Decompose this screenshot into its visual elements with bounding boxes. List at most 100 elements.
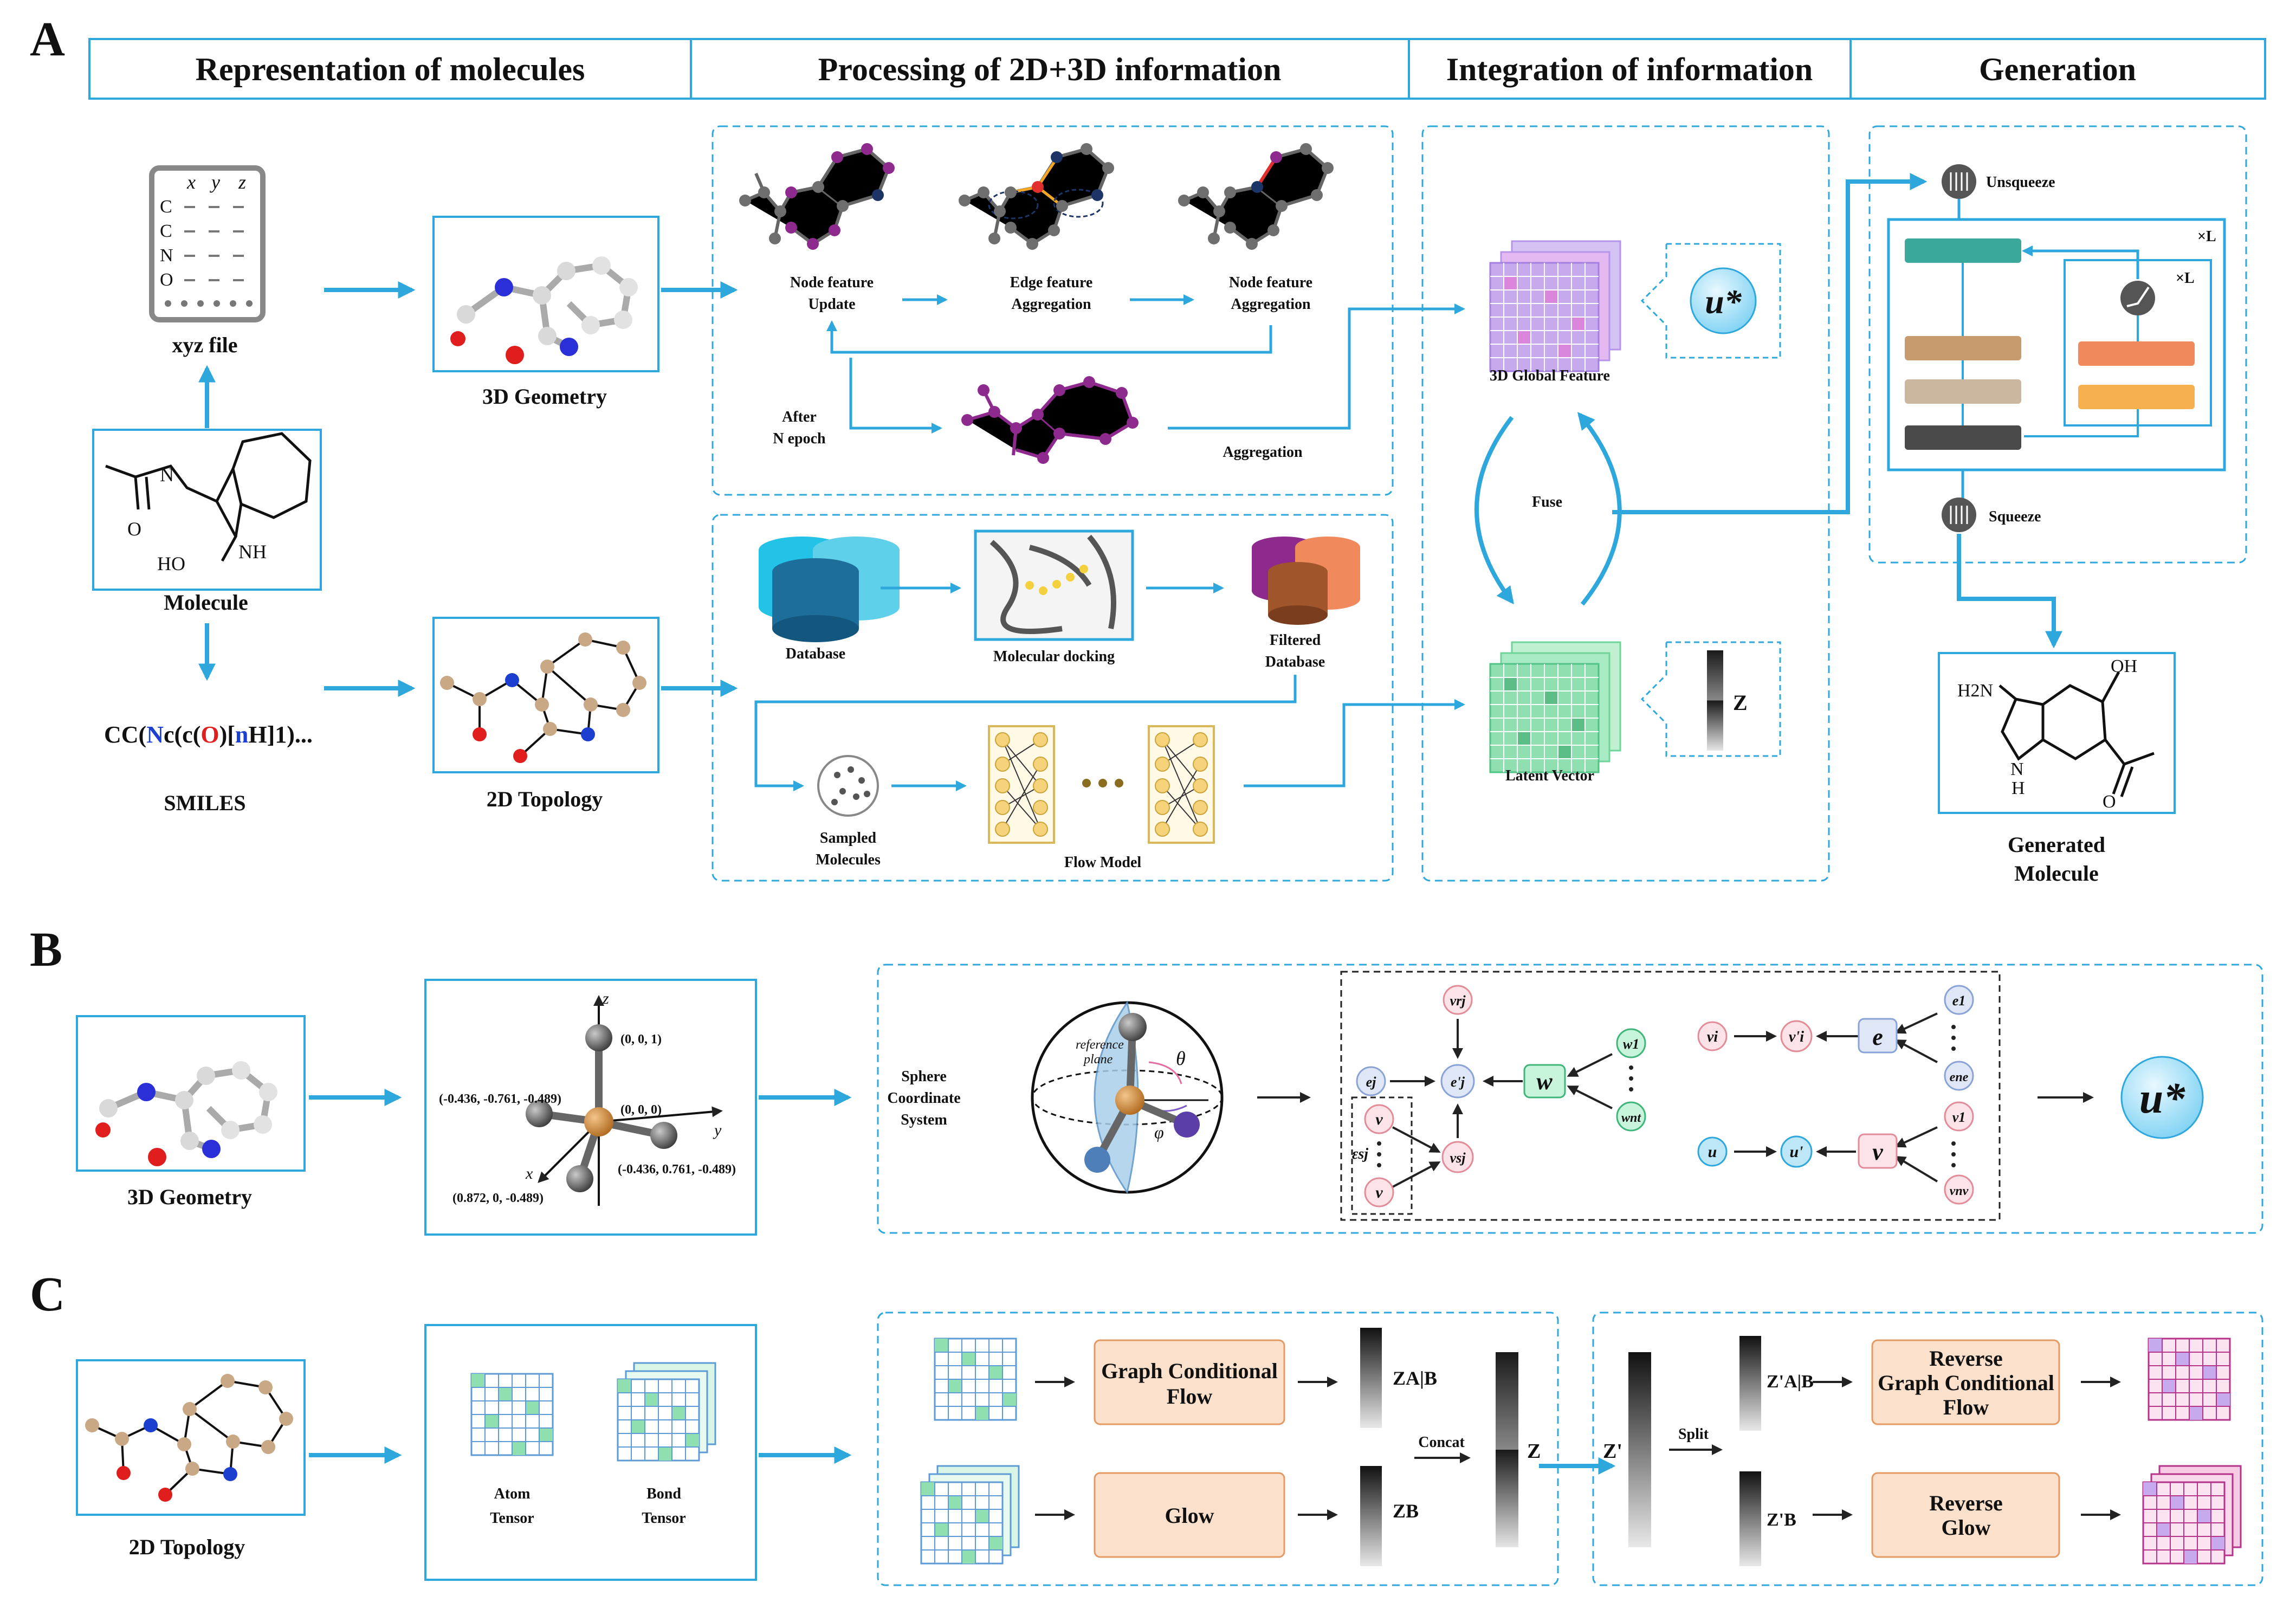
z-gradient-bar: [1707, 650, 1723, 751]
squeeze-label: Squeeze: [1989, 508, 2041, 525]
message-graph-box: [1340, 971, 2001, 1221]
node-vsj: vsj: [1450, 1150, 1466, 1166]
panel-c-label: C: [30, 1268, 65, 1321]
coord-label-1: (0, 0, 1): [620, 1032, 662, 1046]
coordinate-box: [424, 979, 757, 1236]
concat-label: Concat: [1418, 1434, 1465, 1451]
flow-step-box: [1887, 218, 2226, 471]
sampled-molecules-icon: [817, 755, 879, 817]
atom-n: N: [160, 464, 174, 486]
header-processing: Processing of 2D+3D information: [818, 51, 1282, 87]
unsqueeze-icon: [1942, 164, 1976, 199]
header-representation: Representation of molecules: [196, 51, 585, 87]
edge-agg-label-2: Aggregation: [1011, 296, 1091, 313]
node-ene: ene: [1950, 1070, 1969, 1084]
node-ejp: e'j: [1451, 1074, 1465, 1090]
arrow-inner-to-teal: [2022, 246, 2139, 279]
node-e: e: [1872, 1024, 1883, 1050]
outer-xl-label: ×L: [2197, 228, 2216, 245]
node-aggregation-graph: [1178, 143, 1334, 250]
flow-model-network: [988, 725, 1215, 844]
zap-label: Z'A|B: [1767, 1372, 1814, 1392]
node-wn: wnt: [1621, 1111, 1641, 1125]
arrow-to-generated: [1957, 534, 2062, 649]
xyz-file-icon: x y z C C N O: [149, 165, 266, 322]
u-star-text-b: u*: [2139, 1075, 2185, 1122]
generated-label-1: Generated: [2008, 832, 2105, 857]
gen-atom-oh: OH: [2111, 656, 2137, 676]
molecule-label: Molecule: [164, 590, 248, 615]
arrow-flow-to-latent: [1244, 699, 1465, 787]
global-feature-label: 3D Global Feature: [1490, 367, 1610, 384]
node-ej: ej: [1366, 1074, 1377, 1090]
rglow-label-2: Glow: [1941, 1515, 1990, 1540]
zbp-label: Z'B: [1767, 1510, 1796, 1530]
teal-layer: [1905, 238, 2021, 263]
svg-text:C: C: [160, 221, 172, 241]
generated-molecule-structure: [1999, 671, 2155, 797]
atom-o: O: [127, 518, 141, 540]
salmon-layer: [2078, 341, 2195, 366]
node-up: u': [1789, 1143, 1803, 1161]
latent-vector-tensor: [1489, 641, 1621, 773]
latent-label: Latent Vector: [1505, 767, 1594, 784]
forward-bond-grid: [920, 1465, 1020, 1565]
axis-z-label: z: [602, 990, 609, 1007]
smiles-string: CC(Nc(c(O)[nH]1)...: [104, 721, 313, 748]
edge-aggregation-graph: [959, 143, 1114, 250]
database-icon: [759, 537, 900, 642]
node-v-bottom: v: [1375, 1184, 1383, 1201]
geometry-3d-box: [432, 216, 659, 372]
bond-tensor-grid: [617, 1362, 716, 1462]
node-vnv: vnv: [1950, 1184, 1969, 1198]
gen-atom-n: N: [2010, 759, 2024, 779]
gen-atom-h: H: [2012, 778, 2025, 798]
fuse-arrow-down: [1474, 416, 1514, 605]
sphere-diagram: [1031, 1000, 1224, 1194]
axis-y-label: y: [713, 1121, 722, 1139]
zp-label: Z': [1603, 1440, 1622, 1463]
atom-tensor-grid: [470, 1373, 554, 1456]
glow-label: Glow: [1165, 1503, 1214, 1528]
edge-agg-label-1: Edge feature: [1010, 274, 1093, 291]
sand-layer: [1905, 379, 2021, 404]
zp-bar: [1628, 1352, 1651, 1547]
zap-bar: [1739, 1336, 1761, 1431]
node-update-graph: [739, 143, 895, 250]
activation-icon: [2120, 281, 2155, 315]
node-vrj: vrj: [1450, 993, 1466, 1009]
svg-text:O: O: [160, 270, 173, 290]
molecule-structure: [105, 432, 312, 562]
esj-subbox: [1351, 1096, 1413, 1215]
rgcf-label-3: Flow: [1943, 1395, 1989, 1419]
fuse-arrow-up: [1577, 412, 1622, 606]
arrow-to-after-graph: [849, 358, 942, 434]
arrow-filtered-to-sampled: [754, 675, 1297, 791]
node-update-label-1: Node feature: [790, 274, 874, 291]
topology-2d-label-c: 2D Topology: [129, 1535, 245, 1559]
xyz-file-label: xyz file: [172, 333, 237, 357]
rglow-label-1: Reverse: [1929, 1491, 2002, 1515]
sphere-label-3: System: [901, 1112, 947, 1128]
svg-text:N: N: [160, 246, 173, 266]
atom-tensor-label-2: Tensor: [490, 1510, 534, 1527]
arrow-loop-back: [826, 320, 1272, 354]
arrow-integration-to-generation: [1612, 173, 1928, 514]
coordinate-axes: [526, 995, 723, 1206]
theta-label: θ: [1176, 1048, 1186, 1069]
node-agg-label-2: Aggregation: [1231, 296, 1311, 313]
node-v1: v1: [1952, 1109, 1966, 1125]
u-star-text-a: u*: [1705, 282, 1742, 321]
geometry-3d-label: 3D Geometry: [482, 384, 607, 409]
flow-model-label: Flow Model: [1064, 854, 1142, 871]
ref-plane-label-1: reference: [1076, 1038, 1124, 1052]
processing-3d-box: [712, 125, 1394, 496]
node-w1: w1: [1623, 1036, 1639, 1052]
rgcf-label-2: Graph Conditional: [1878, 1371, 2054, 1395]
reverse-flow-box: [1592, 1312, 2263, 1586]
u-star-callout: [1640, 243, 1781, 359]
zb-label: ZB: [1393, 1500, 1419, 1522]
node-e1: e1: [1952, 993, 1966, 1009]
dark-layer: [1905, 425, 2021, 450]
coord-label-5: (0.872, 0, -0.489): [452, 1191, 544, 1205]
